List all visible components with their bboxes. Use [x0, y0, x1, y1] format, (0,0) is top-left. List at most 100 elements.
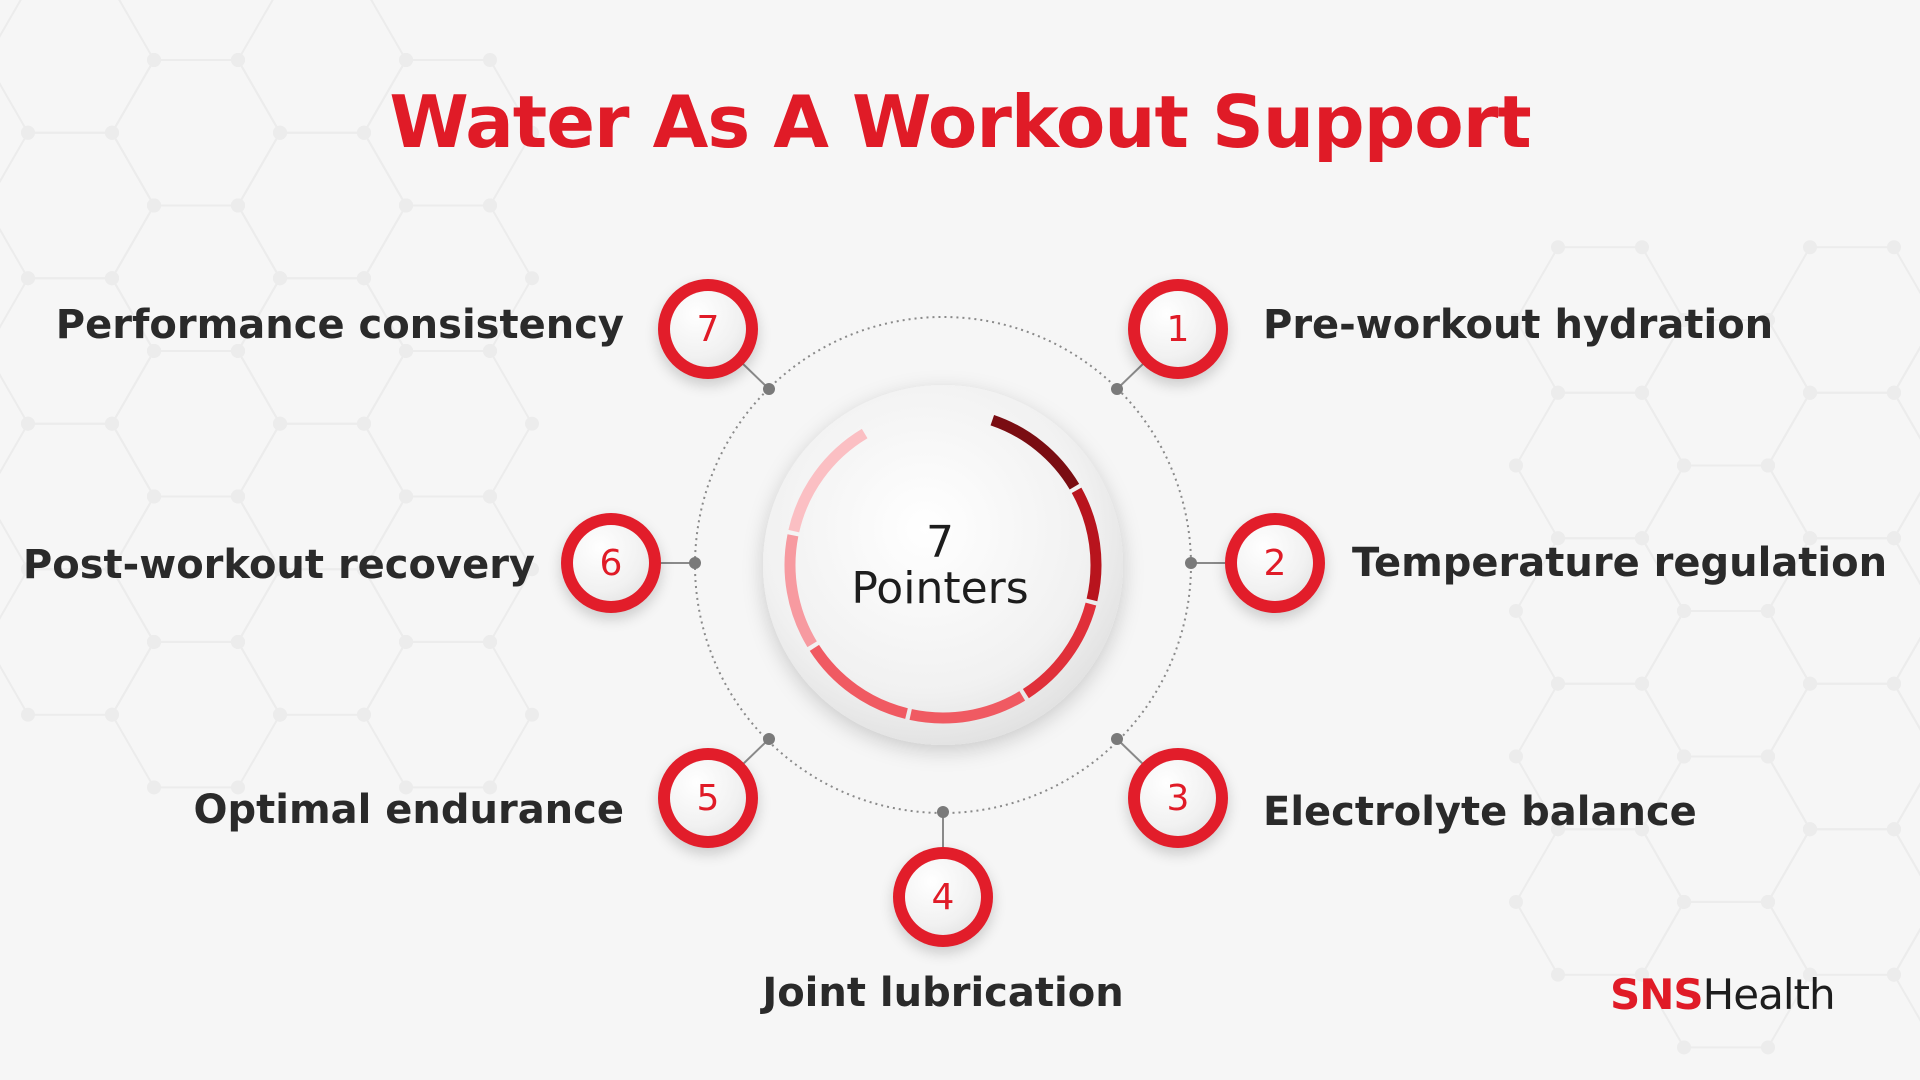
hex-node — [1677, 1040, 1691, 1055]
arc-segment-2 — [1071, 487, 1102, 602]
hex-node — [1887, 240, 1901, 255]
hex-node — [483, 489, 497, 504]
hex-node — [483, 343, 497, 358]
hex-node — [1887, 676, 1901, 691]
hex-node — [1551, 385, 1565, 400]
hex-node — [1803, 385, 1817, 400]
hex-node — [1677, 458, 1691, 473]
hex-node — [1761, 603, 1775, 618]
hex-node — [1803, 240, 1817, 255]
connector-line-7 — [740, 361, 770, 390]
brand-part-1: SNS — [1610, 970, 1704, 1019]
point-label-6: Post-workout recovery — [22, 542, 535, 588]
hex-node — [1887, 385, 1901, 400]
hex-node — [147, 634, 161, 649]
arc-segment-5 — [809, 644, 908, 719]
connector-line-3 — [1116, 738, 1146, 767]
connector-dot-3 — [1111, 733, 1123, 745]
hex-node — [1677, 894, 1691, 909]
hex-node — [1509, 458, 1523, 473]
hex-node — [1803, 822, 1817, 837]
hex-node — [1761, 749, 1775, 764]
hex-node — [1761, 458, 1775, 473]
badge-number-3: 3 — [1140, 760, 1216, 836]
arc-segment-1 — [990, 414, 1080, 490]
hex-node — [231, 343, 245, 358]
badge-number-1: 1 — [1140, 291, 1216, 367]
brand-part-2: Health — [1702, 970, 1836, 1019]
badge-number-6: 6 — [573, 525, 649, 601]
hex-node — [147, 489, 161, 504]
hex-node — [273, 416, 287, 431]
hex-node — [1635, 531, 1649, 546]
point-label-1: Pre-workout hydration — [1263, 302, 1774, 348]
hex-node — [525, 707, 539, 722]
connector-dot-7 — [763, 383, 775, 395]
badge-3: 3 — [1128, 748, 1228, 848]
hex-node — [147, 780, 161, 795]
hex-node — [483, 198, 497, 213]
hex-node — [1509, 894, 1523, 909]
hex-node — [357, 707, 371, 722]
hex-node — [1551, 531, 1565, 546]
hex-node — [147, 52, 161, 67]
connector-dot-6 — [689, 557, 701, 569]
hex-node — [399, 489, 413, 504]
arc-segment-4 — [909, 691, 1026, 724]
point-label-3: Electrolyte balance — [1263, 789, 1697, 835]
connector-dot-1 — [1111, 383, 1123, 395]
hex-node — [357, 416, 371, 431]
hex-node — [1635, 385, 1649, 400]
center-label: 7 Pointers — [760, 520, 1120, 612]
hex-node — [1551, 240, 1565, 255]
arc-segment-7 — [788, 428, 868, 533]
hex-node — [231, 489, 245, 504]
hex-node — [1761, 1040, 1775, 1055]
hex-node — [21, 562, 35, 577]
hex-node — [1677, 749, 1691, 764]
connector-line-1 — [1116, 361, 1146, 390]
hex-node — [21, 271, 35, 286]
hex-node — [1803, 531, 1817, 546]
hex-node — [1635, 822, 1649, 837]
page-title: Water As A Workout Support — [389, 80, 1531, 164]
hex-node — [483, 634, 497, 649]
arc-segment-3 — [1022, 602, 1097, 699]
hex-node — [273, 125, 287, 140]
point-label-5: Optimal endurance — [193, 787, 624, 833]
hex-node — [21, 125, 35, 140]
hex-node — [357, 562, 371, 577]
hex-node — [273, 562, 287, 577]
badge-1: 1 — [1128, 279, 1228, 379]
hex-node — [1887, 967, 1901, 982]
hex-node — [231, 634, 245, 649]
hex-node — [399, 198, 413, 213]
center-disc — [763, 385, 1123, 745]
hex-node — [21, 707, 35, 722]
hex-node — [525, 271, 539, 286]
hex-node — [273, 271, 287, 286]
point-label-7: Performance consistency — [55, 302, 624, 348]
hex-node — [399, 343, 413, 358]
hex-node — [231, 198, 245, 213]
badge-number-5: 5 — [670, 760, 746, 836]
badge-number-4: 4 — [905, 859, 981, 935]
hex-node — [399, 52, 413, 67]
hex-node — [525, 416, 539, 431]
connector-dot-5 — [763, 733, 775, 745]
point-label-4: Joint lubrication — [762, 970, 1124, 1016]
hex-node — [21, 416, 35, 431]
arc-segment-6 — [784, 534, 817, 648]
hex-node — [1761, 894, 1775, 909]
center-caption: Pointers — [851, 563, 1029, 614]
badge-number-7: 7 — [670, 291, 746, 367]
hex-node — [231, 780, 245, 795]
hex-node — [273, 707, 287, 722]
hex-node — [399, 634, 413, 649]
progress-arc — [784, 414, 1102, 724]
hex-node — [1803, 967, 1817, 982]
hex-node — [525, 125, 539, 140]
connectors — [661, 361, 1225, 847]
hex-node — [105, 562, 119, 577]
hex-node — [105, 125, 119, 140]
